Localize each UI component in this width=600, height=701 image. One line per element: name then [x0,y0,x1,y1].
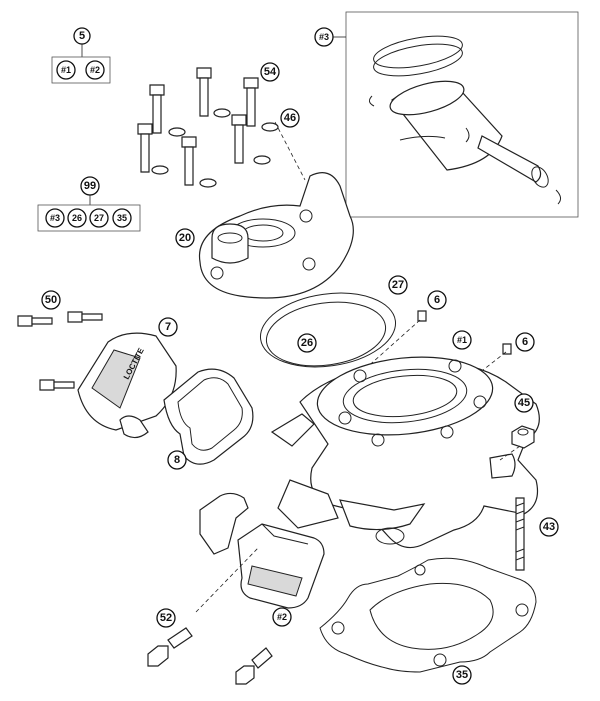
svg-text:7: 7 [165,321,171,333]
callout-6a: 6 [427,290,447,310]
svg-text:5: 5 [79,30,85,42]
svg-text:46: 46 [284,112,296,124]
callout-group5-1: #1 [56,60,76,80]
svg-text:#2: #2 [90,65,100,75]
nut-and-stud [499,425,535,571]
svg-text:6: 6 [434,294,440,306]
callout-7: 7 [158,317,178,337]
callout-cylinder-1: #1 [452,330,472,350]
svg-text:20: 20 [179,232,191,244]
callout-26: 26 [297,333,317,353]
svg-text:8: 8 [174,454,180,466]
svg-text:50: 50 [45,294,57,306]
callout-3-inset: #3 [314,27,334,47]
callout-20: 20 [175,228,195,248]
cylinder-head [198,172,354,299]
cylinder [270,356,540,549]
svg-text:54: 54 [264,66,277,78]
svg-text:35: 35 [456,669,468,681]
svg-text:#2: #2 [277,612,287,622]
exhaust-control-group [147,492,325,685]
callout-43: 43 [539,517,559,537]
svg-text:#1: #1 [61,65,71,75]
svg-text:6: 6 [522,336,528,348]
svg-text:27: 27 [392,279,404,291]
callout-5: 5 [73,27,91,45]
leader-46 [274,121,306,181]
callout-52: 52 [156,608,176,628]
callout-54: 54 [260,62,280,82]
svg-text:26: 26 [301,337,313,349]
head-bolts [137,67,279,188]
group-99 [37,194,141,232]
callout-46: 46 [280,108,300,128]
callout-group5-2: #2 [85,60,105,80]
exhaust-flange-group: LOCTITE [17,311,254,465]
svg-text:99: 99 [84,180,96,192]
piston-inset [345,11,579,218]
svg-text:27: 27 [94,213,104,223]
svg-text:#1: #1 [457,335,467,345]
callout-50: 50 [41,290,61,310]
callout-6b: 6 [515,332,535,352]
o-rings [259,292,397,368]
callout-27: 27 [388,275,408,295]
base-gasket [319,557,537,673]
callout-group99-26: 26 [67,208,87,228]
svg-text:#3: #3 [319,32,329,42]
callout-35: 35 [452,665,472,685]
svg-text:26: 26 [72,213,82,223]
group-5 [51,44,111,84]
callout-99: 99 [80,176,100,196]
callout-group99-35: 35 [112,208,132,228]
callout-group99-27: 27 [89,208,109,228]
svg-text:#3: #3 [50,213,60,223]
callout-group99-3: #3 [45,208,65,228]
svg-text:52: 52 [160,612,172,624]
svg-text:45: 45 [518,397,530,409]
svg-text:43: 43 [543,521,555,533]
callout-45: 45 [514,393,534,413]
callout-valve-2: #2 [272,607,292,627]
callout-8: 8 [167,450,187,470]
svg-text:35: 35 [117,213,127,223]
